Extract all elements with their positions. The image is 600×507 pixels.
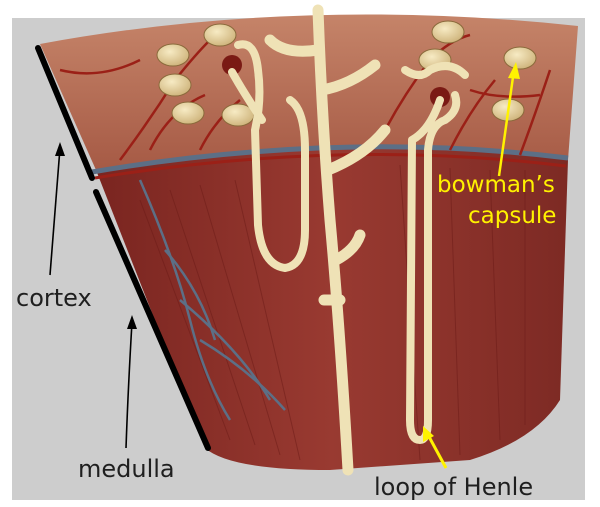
loop-of-henle-label: loop of Henle: [374, 475, 533, 499]
medulla-label: medulla: [78, 457, 175, 481]
bowmans-capsule-label-line1: bowman’s: [437, 174, 555, 197]
bowmans-capsule-label-line2: capsule: [468, 205, 556, 228]
cortex-label: cortex: [16, 286, 92, 310]
